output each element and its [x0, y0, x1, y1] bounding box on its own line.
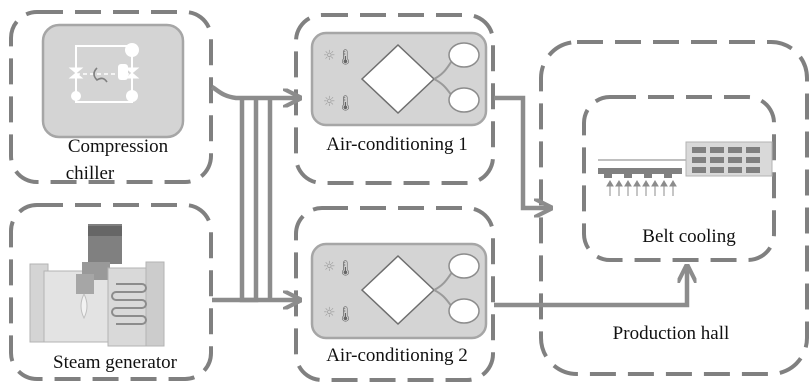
svg-text:☼: ☼ [323, 305, 336, 321]
production-hall-label: Production hall [613, 323, 730, 344]
svg-text:🌡: 🌡 [336, 259, 355, 277]
steam-generator-icon [29, 224, 165, 347]
air-conditioning-2-label: Air-conditioning 2 [326, 345, 468, 366]
svg-text:🌡: 🌡 [336, 48, 355, 66]
steam-generator-label: Steam generator [53, 352, 178, 373]
steam-group-border [9, 203, 213, 381]
svg-text:☼: ☼ [323, 94, 336, 110]
flow-arrows [210, 85, 687, 308]
svg-text:🌡: 🌡 [336, 305, 355, 323]
air-conditioning-1-icon: ☼ 🌡 ☼ 🌡 [310, 31, 488, 127]
chiller-group-border [9, 10, 213, 184]
arrow-ac1-to-belt-cooling [494, 95, 551, 208]
svg-text:☼: ☼ [323, 259, 336, 275]
arrow-ac2-to-belt-cooling [494, 266, 687, 308]
production-hall-border [539, 40, 809, 376]
belt-conveyor-icon [598, 141, 773, 196]
svg-text:🌡: 🌡 [336, 94, 355, 112]
compression-chiller-icon [41, 23, 185, 139]
belt-cooling-label: Belt cooling [642, 226, 736, 247]
belt-cooling-border [582, 95, 776, 262]
arrow-chiller-to-ac1 [210, 85, 300, 98]
compression-chiller-label-line2: chiller [66, 163, 115, 184]
compression-chiller-label-line1: Compression [68, 136, 169, 157]
svg-text:☼: ☼ [323, 48, 336, 64]
arrow-steam-to-ac1 [212, 98, 259, 303]
air-conditioning-1-label: Air-conditioning 1 [326, 134, 468, 155]
air-conditioning-2-icon: ☼ 🌡 ☼ 🌡 [310, 242, 488, 340]
